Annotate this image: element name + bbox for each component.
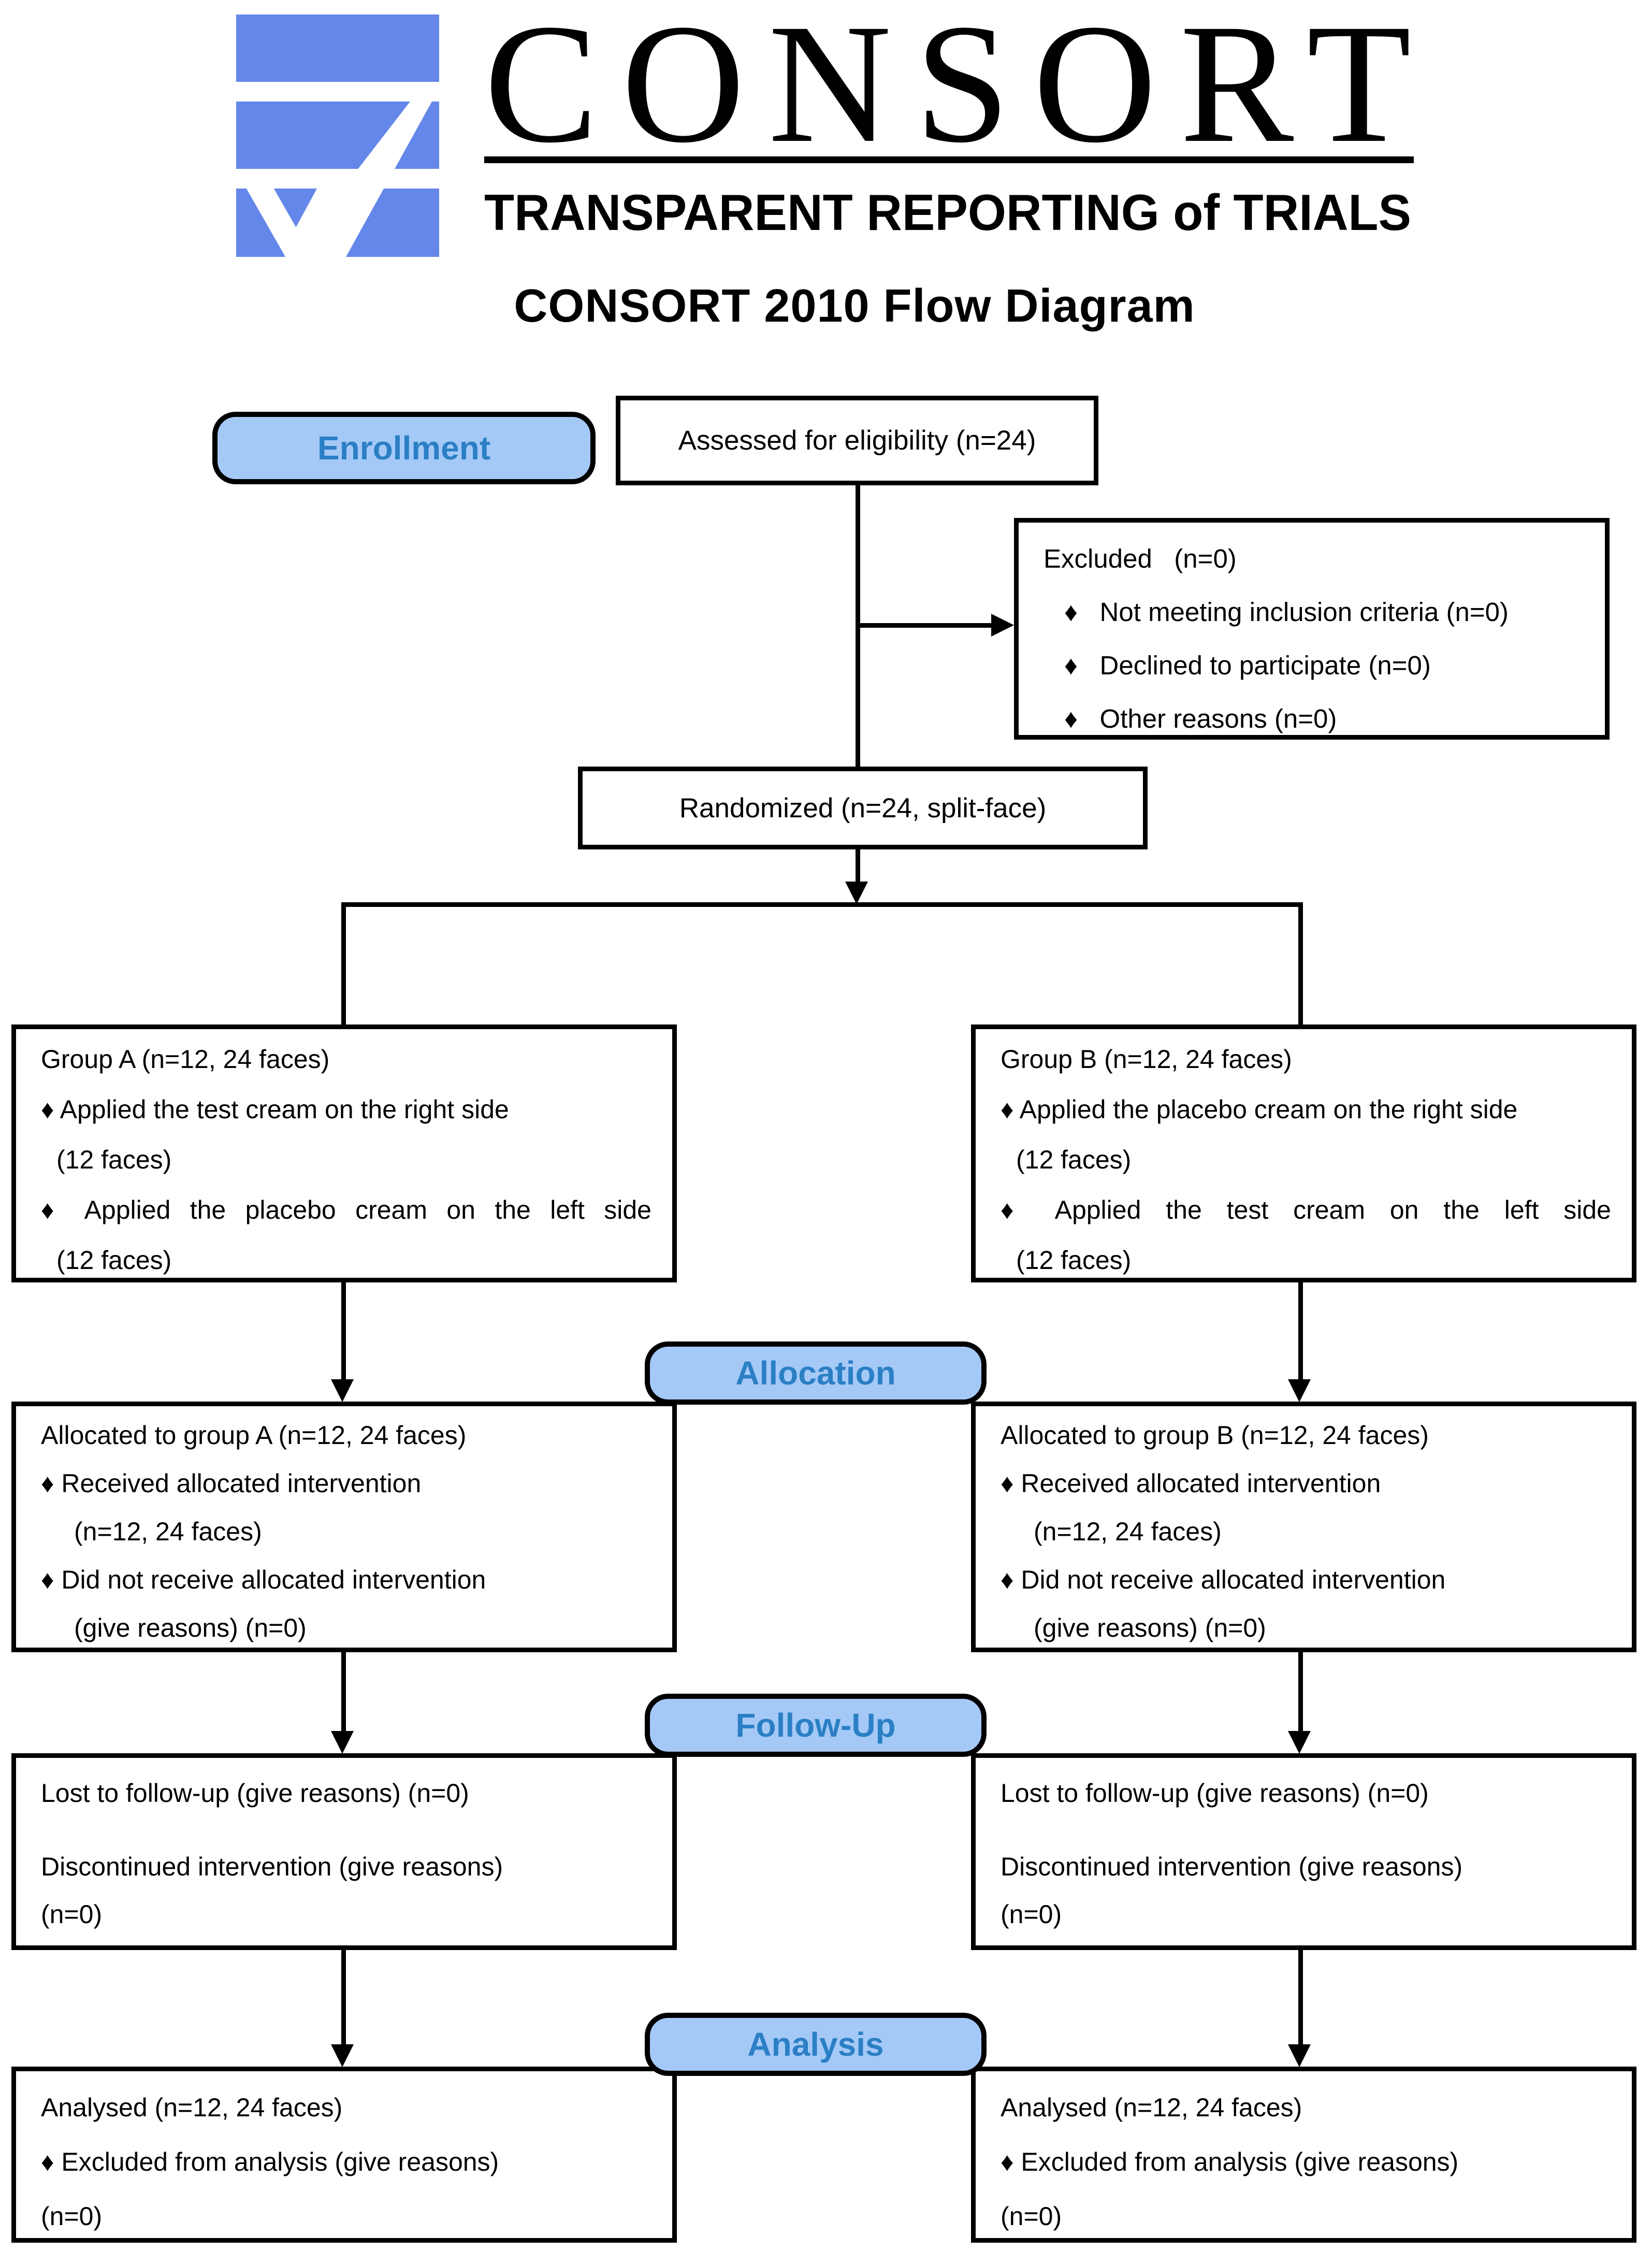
group-b-item: ♦ Applied the test cream on the left sid…	[1001, 1195, 1611, 1224]
group-b-item: ♦ Applied the placebo cream on the right…	[1001, 1095, 1518, 1124]
arrowhead-allocated-b	[1288, 1379, 1311, 1402]
connector-allocated-b-to-followup-b	[1298, 1652, 1303, 1733]
logo-divider-line	[484, 156, 1414, 163]
randomized-box-text: Randomized (n=24, split-face)	[679, 792, 1047, 824]
stage-label-enrollment-text: Enrollment	[317, 429, 491, 467]
group-b-item-cont: (12 faces)	[1016, 1145, 1132, 1174]
followup-b-spacer	[1001, 1817, 1611, 1843]
analysed-b-box: Analysed (n=12, 24 faces) ♦ Excluded fro…	[971, 2067, 1636, 2243]
allocated-a-item: ♦ Received allocated intervention	[41, 1469, 422, 1498]
followup-a-box: Lost to follow-up (give reasons) (n=0) D…	[11, 1753, 677, 1950]
stage-label-enrollment: Enrollment	[212, 412, 596, 484]
consort-wordmark-text: CONSORT	[484, 16, 1411, 166]
analysed-b-item: ♦ Excluded from analysis (give reasons)	[1001, 2147, 1459, 2176]
connector-followup-b-to-analysed-b	[1298, 1950, 1303, 2046]
arrowhead-branch	[845, 882, 868, 904]
group-a-title: Group A (n=12, 24 faces)	[41, 1045, 330, 1074]
followup-a-line: Lost to follow-up (give reasons) (n=0)	[41, 1779, 469, 1808]
allocated-b-item-cont: (give reasons) (n=0)	[1034, 1613, 1266, 1642]
analysed-a-title: Analysed (n=12, 24 faces)	[41, 2093, 343, 2122]
followup-b-line: Discontinued intervention (give reasons)	[1001, 1852, 1463, 1881]
analysed-a-item: ♦ Excluded from analysis (give reasons)	[41, 2147, 499, 2176]
allocated-a-item: ♦ Did not receive allocated intervention	[41, 1565, 486, 1594]
connector-group-b-to-allocated-b	[1298, 1282, 1303, 1381]
stage-label-allocation: Allocation	[645, 1341, 987, 1405]
connector-branch-to-group-a	[341, 902, 346, 1027]
followup-a-spacer	[41, 1817, 651, 1843]
connector-branch-to-group-b	[1298, 902, 1303, 1027]
group-a-item: ♦ Applied the placebo cream on the left …	[41, 1195, 651, 1224]
connector-group-a-to-allocated-a	[341, 1282, 346, 1381]
stage-label-follow-up: Follow-Up	[645, 1694, 987, 1757]
logo-tagline-text: TRANSPARENT REPORTING of TRIALS	[484, 184, 1411, 241]
allocated-b-item: ♦ Did not receive allocated intervention	[1001, 1565, 1446, 1594]
logo-tagline: TRANSPARENT REPORTING of TRIALS	[484, 184, 1411, 241]
excluded-box: Excluded (n=0) ♦ Not meeting inclusion c…	[1014, 518, 1610, 740]
excluded-item: ♦ Other reasons (n=0)	[1064, 704, 1337, 733]
connector-randomized-to-branch	[856, 849, 860, 884]
allocated-b-item-cont: (n=12, 24 faces)	[1034, 1517, 1222, 1546]
stage-label-allocation-text: Allocation	[735, 1354, 896, 1392]
analysed-a-box: Analysed (n=12, 24 faces) ♦ Excluded fro…	[11, 2067, 677, 2243]
connector-followup-a-to-analysed-a	[341, 1950, 346, 2046]
followup-b-box: Lost to follow-up (give reasons) (n=0) D…	[971, 1753, 1636, 1950]
allocated-a-box: Allocated to group A (n=12, 24 faces) ♦ …	[11, 1402, 677, 1652]
group-b-item-cont: (12 faces)	[1016, 1246, 1132, 1275]
connector-allocated-a-to-followup-a	[341, 1652, 346, 1733]
allocated-a-item-cont: (give reasons) (n=0)	[74, 1613, 307, 1642]
stage-label-analysis-text: Analysis	[747, 2026, 884, 2063]
group-a-item-cont: (12 faces)	[56, 1145, 172, 1174]
consort-wordmark: CONSORT	[484, 16, 1411, 166]
stage-label-follow-up-text: Follow-Up	[735, 1707, 896, 1744]
arrowhead-followup-a	[331, 1731, 354, 1754]
excluded-title: Excluded (n=0)	[1044, 544, 1237, 573]
followup-b-line: Lost to follow-up (give reasons) (n=0)	[1001, 1779, 1429, 1808]
allocated-a-title: Allocated to group A (n=12, 24 faces)	[41, 1421, 467, 1450]
followup-a-line: Discontinued intervention (give reasons)	[41, 1852, 503, 1881]
group-a-box: Group A (n=12, 24 faces) ♦ Applied the t…	[11, 1024, 677, 1282]
allocated-b-title: Allocated to group B (n=12, 24 faces)	[1001, 1421, 1429, 1450]
consort-logo-icon	[236, 15, 439, 257]
group-a-item-cont: (12 faces)	[56, 1246, 172, 1275]
assessed-box-text: Assessed for eligibility (n=24)	[678, 425, 1036, 456]
allocated-a-item-cont: (n=12, 24 faces)	[74, 1517, 262, 1546]
randomized-box: Randomized (n=24, split-face)	[578, 767, 1148, 849]
arrowhead-analysed-b	[1288, 2044, 1311, 2067]
analysed-b-item-cont: (n=0)	[1001, 2202, 1062, 2231]
arrowhead-analysed-a	[331, 2044, 354, 2067]
arrowhead-allocated-a	[331, 1379, 354, 1402]
analysed-a-item-cont: (n=0)	[41, 2202, 103, 2231]
followup-a-line: (n=0)	[41, 1900, 103, 1929]
analysed-b-title: Analysed (n=12, 24 faces)	[1001, 2093, 1302, 2122]
connector-to-excluded	[858, 623, 991, 628]
allocated-b-item: ♦ Received allocated intervention	[1001, 1469, 1381, 1498]
page-title: CONSORT 2010 Flow Diagram	[514, 280, 1195, 332]
group-b-title: Group B (n=12, 24 faces)	[1001, 1045, 1292, 1074]
stage-label-analysis: Analysis	[645, 2013, 987, 2076]
excluded-item: ♦ Declined to participate (n=0)	[1064, 651, 1431, 680]
excluded-item: ♦ Not meeting inclusion criteria (n=0)	[1064, 597, 1509, 627]
group-a-item: ♦ Applied the test cream on the right si…	[41, 1095, 509, 1124]
allocated-b-box: Allocated to group B (n=12, 24 faces) ♦ …	[971, 1402, 1636, 1652]
arrowhead-excluded	[991, 614, 1014, 637]
followup-b-line: (n=0)	[1001, 1900, 1062, 1929]
assessed-box: Assessed for eligibility (n=24)	[616, 396, 1098, 485]
group-b-box: Group B (n=12, 24 faces) ♦ Applied the p…	[971, 1024, 1636, 1282]
arrowhead-followup-b	[1288, 1731, 1311, 1754]
branch-line	[341, 902, 1303, 907]
